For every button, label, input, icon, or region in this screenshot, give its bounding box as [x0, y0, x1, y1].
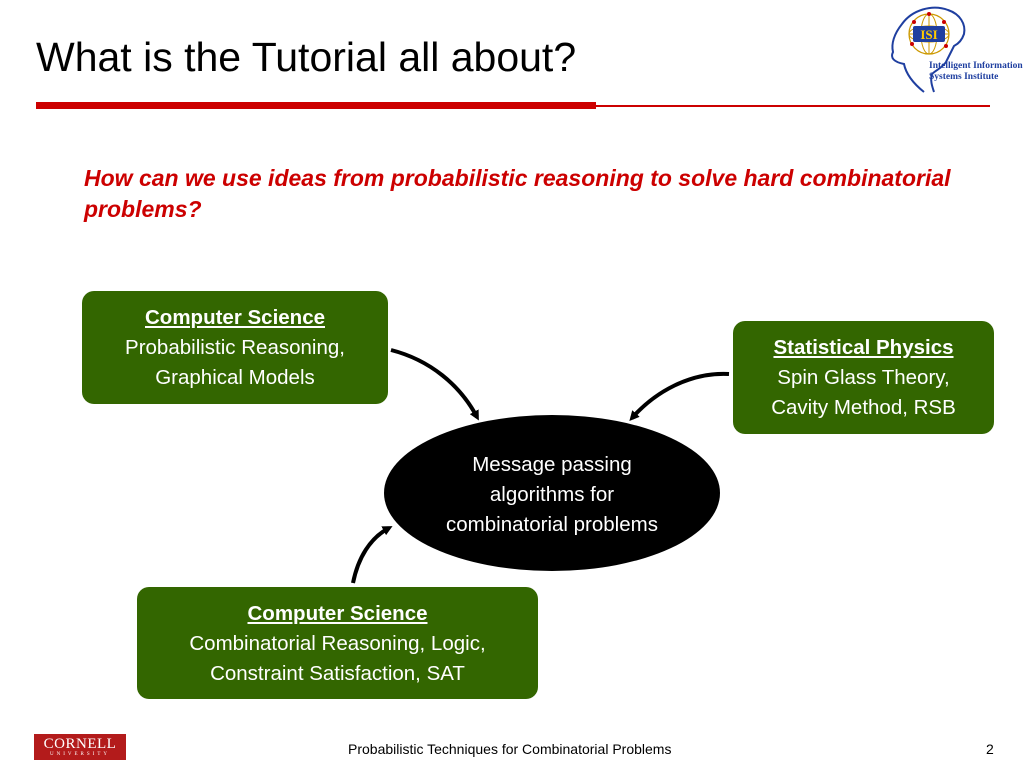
box-line: Cavity Method, RSB	[771, 396, 956, 419]
cornell-logo-subtitle: UNIVERSITY	[50, 752, 110, 757]
box-heading: Computer Science	[247, 602, 428, 625]
box-computer-science-combinatorial: Computer Science Combinatorial Reasoning…	[137, 587, 538, 699]
box-heading: Statistical Physics	[773, 336, 954, 359]
arrow-physics-to-center	[629, 371, 730, 421]
box-computer-science-probabilistic: Computer Science Probabilistic Reasoning…	[82, 291, 388, 404]
cornell-logo: CORNELL UNIVERSITY	[34, 734, 126, 760]
page-number: 2	[986, 741, 994, 757]
logo-badge-text: ISI	[920, 27, 937, 42]
box-heading: Computer Science	[145, 306, 325, 329]
ellipse-line: algorithms for	[489, 483, 615, 506]
box-line: Probabilistic Reasoning,	[125, 336, 345, 359]
ellipse-line: Message passing	[472, 453, 632, 476]
isi-logo-icon: ISI	[891, 6, 966, 93]
logo-caption: Intelligent Information Systems Institut…	[929, 61, 1023, 83]
center-ellipse-message-passing: Message passing algorithms for combinato…	[384, 415, 720, 571]
box-line: Graphical Models	[155, 366, 315, 389]
arrow-cs-combinatorial-to-center	[351, 526, 393, 584]
title-underline-thin	[596, 105, 990, 107]
box-line: Spin Glass Theory,	[777, 366, 950, 389]
slide-question: How can we use ideas from probabilistic …	[84, 165, 951, 222]
footer-title: Probabilistic Techniques for Combinatori…	[348, 741, 672, 757]
slide-title: What is the Tutorial all about?	[36, 34, 577, 80]
box-line: Constraint Satisfaction, SAT	[210, 662, 465, 685]
logo-line-2: Systems Institute	[929, 72, 999, 82]
box-statistical-physics: Statistical Physics Spin Glass Theory, C…	[733, 321, 994, 434]
arrow-cs-probabilistic-to-center	[390, 348, 479, 421]
box-line: Combinatorial Reasoning, Logic,	[189, 632, 486, 655]
ellipse-line: combinatorial problems	[446, 513, 658, 536]
logo-line-1: Intelligent Information	[929, 61, 1023, 71]
title-underline-thick	[36, 102, 596, 109]
cornell-logo-name: CORNELL	[43, 736, 117, 752]
